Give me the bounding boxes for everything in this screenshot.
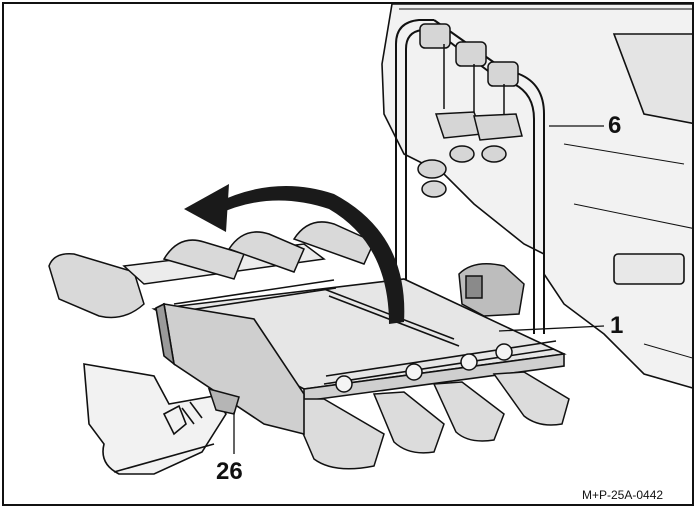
reference-code: M+P-25A-0442 — [582, 488, 664, 502]
wheel-trays-rear — [48, 221, 375, 319]
illustration-frame: 26 1 6 M+P-25A-0442 — [2, 2, 694, 506]
leader-1 — [498, 325, 605, 332]
vehicle-rear — [381, 4, 692, 389]
leader-lines — [233, 125, 605, 454]
callout-26: 26 — [216, 458, 243, 485]
callout-6: 6 — [608, 112, 622, 139]
light-board — [155, 302, 305, 436]
bike-carrier-illustration — [48, 4, 692, 475]
tilt-arrow-icon — [184, 184, 405, 324]
callout-1: 1 — [610, 312, 624, 339]
wheel-trays-front — [298, 343, 570, 470]
frame-clamps — [417, 23, 523, 198]
hitch-housing — [458, 263, 525, 317]
